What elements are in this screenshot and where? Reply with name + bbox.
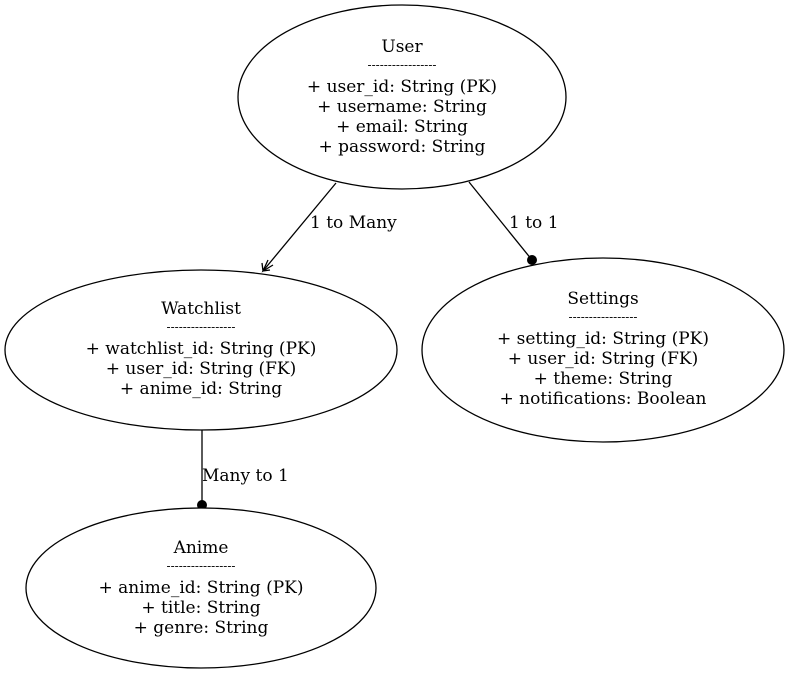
- node-user-field: + username: String: [317, 97, 487, 117]
- node-watchlist-field: + anime_id: String: [120, 379, 282, 399]
- edge-label-watchlist-anime: Many to 1: [202, 466, 289, 486]
- dot-end-icon: [527, 255, 537, 265]
- node-anime: Anime ----------------- + anime_id: Stri…: [25, 507, 377, 669]
- node-user-field: + email: String: [336, 117, 468, 137]
- node-user-field: + password: String: [319, 137, 486, 157]
- node-watchlist-field: + user_id: String (FK): [106, 359, 297, 379]
- node-settings-title: Settings: [567, 289, 638, 309]
- node-anime-separator: -----------------: [167, 559, 236, 573]
- node-settings-field: + user_id: String (FK): [508, 349, 699, 369]
- node-settings-field: + setting_id: String (PK): [497, 329, 709, 349]
- node-watchlist-field: + watchlist_id: String (PK): [86, 339, 317, 359]
- node-user: User ----------------- + user_id: String…: [237, 4, 567, 190]
- edge-label-user-settings: 1 to 1: [509, 213, 559, 233]
- node-anime-title: Anime: [173, 538, 229, 558]
- node-anime-field: + genre: String: [134, 618, 269, 638]
- node-user-separator: -----------------: [368, 58, 437, 72]
- node-watchlist-title: Watchlist: [161, 299, 241, 319]
- node-watchlist-separator: -----------------: [167, 320, 236, 334]
- node-settings: Settings ----------------- + setting_id:…: [421, 257, 785, 443]
- node-user-title: User: [381, 37, 423, 57]
- node-user-field: + user_id: String (PK): [307, 77, 497, 97]
- node-settings-field: + notifications: Boolean: [500, 389, 707, 409]
- edge-watchlist-anime: Many to 1: [197, 429, 289, 510]
- edge-label-user-watchlist: 1 to Many: [310, 213, 397, 233]
- crow-foot-icon: [261, 259, 274, 273]
- node-settings-separator: -----------------: [569, 310, 638, 324]
- edge-user-settings: 1 to 1: [468, 181, 559, 265]
- node-settings-field: + theme: String: [534, 369, 673, 389]
- edge-user-watchlist: 1 to Many: [261, 182, 397, 273]
- node-anime-field: + anime_id: String (PK): [99, 578, 304, 598]
- node-watchlist: Watchlist ----------------- + watchlist_…: [4, 269, 398, 431]
- node-anime-field: + title: String: [141, 598, 260, 618]
